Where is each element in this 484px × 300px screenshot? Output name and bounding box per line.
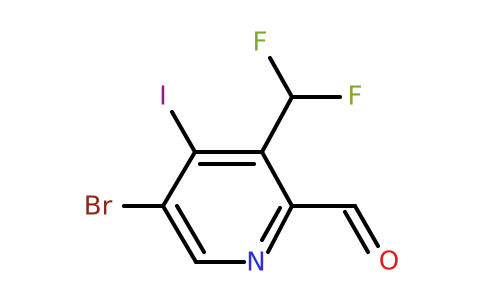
atom-br: Br [84, 192, 113, 222]
bond-c5-c6-double [175, 204, 206, 254]
bond-c2-c3 [260, 150, 294, 208]
bond-cho-o [353, 204, 380, 248]
bond-chf2-f-left [268, 56, 294, 99]
bond-n-c2-double [260, 206, 282, 242]
bond-c3-chf2 [260, 95, 294, 154]
atom-n: N [246, 248, 265, 278]
atom-i: I [159, 82, 167, 112]
bond-c5-c6 [161, 204, 198, 264]
bond-c4-c5 [161, 150, 197, 208]
bond-c4-i [170, 110, 197, 154]
bond-cho-o-double [343, 210, 370, 254]
atom-f-right: F [348, 82, 363, 112]
bond-n-c2 [266, 204, 294, 254]
atom-o: O [379, 247, 399, 277]
atom-f-left: F [253, 28, 268, 58]
